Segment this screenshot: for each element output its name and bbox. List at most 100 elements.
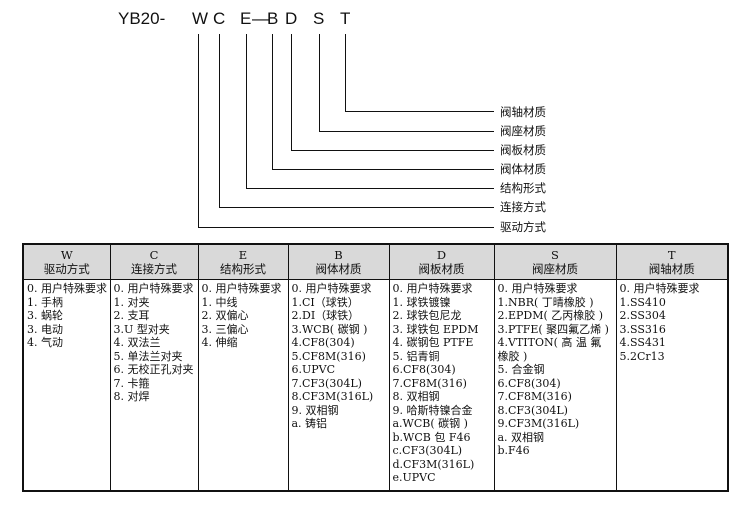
header-name: 驱动方式 <box>43 262 90 276</box>
option-item: 3.PTFE( 聚四氟乙烯 ) <box>497 322 609 336</box>
label-drive-type: 驱动方式 <box>500 220 546 234</box>
header-name: 阀座材质 <box>532 262 578 276</box>
option-item: 1.NBR( 丁晴橡胶 ) <box>497 295 594 309</box>
code-letter-b: B <box>267 9 279 28</box>
option-item: 6. 无校正孔对夹 <box>113 363 194 376</box>
label-seat-material: 阀座材质 <box>500 124 546 138</box>
option-item: 2.EPDM( 乙丙橡胶 ) <box>497 309 604 322</box>
leader-vertical-b <box>272 34 273 170</box>
option-item: 6.CF8(304) <box>392 363 456 376</box>
leader-horizontal-w <box>198 227 494 228</box>
option-item: 7.CF8M(316) <box>392 376 467 390</box>
label-connection-type: 连接方式 <box>500 200 546 214</box>
table-body-row: 0. 用户特殊要求 1. 手柄 3. 蜗轮 3. 电动 4. 气动 0. 用户特… <box>22 279 729 492</box>
option-item: 0. 用户特殊要求 <box>392 282 473 295</box>
leader-horizontal-d <box>291 150 494 151</box>
leader-vertical-s <box>319 34 320 132</box>
option-item: 3.SS316 <box>619 322 666 336</box>
option-item: 4. 双法兰 <box>113 336 161 349</box>
option-item: 5. 铝青铜 <box>392 349 440 363</box>
option-item: 9. 哈斯特镍合金 <box>392 403 473 417</box>
leader-vertical-d <box>291 34 292 151</box>
model-code-diagram: YB20- W C E — B D S T 阀轴材质 阀座材质 阀板材质 阀体材… <box>0 0 750 240</box>
column-drive-options: 0. 用户特殊要求 1. 手柄 3. 蜗轮 3. 电动 4. 气动 <box>22 279 111 492</box>
option-item: 5. 单法兰对夹 <box>113 349 183 363</box>
option-item: a. 铸铝 <box>291 417 328 430</box>
code-letter-w: W <box>192 9 209 28</box>
option-item: 2.SS304 <box>619 309 666 322</box>
option-item: 2. 球铁包尼龙 <box>392 309 462 322</box>
option-item: 3.WCB( 碳钢 ) <box>291 322 368 336</box>
code-letter-s: S <box>313 9 325 28</box>
header-code: T <box>667 248 676 262</box>
option-item: 8. 双相钢 <box>392 390 440 403</box>
label-body-material: 阀体材质 <box>500 162 546 176</box>
header-code: S <box>551 248 559 262</box>
option-item: 7.CF3(304L) <box>291 376 362 390</box>
code-letter-t: T <box>340 9 351 28</box>
option-item: 1. 手柄 <box>27 295 63 309</box>
option-item: 0. 用户特殊要求 <box>27 282 107 295</box>
option-item: b.WCB 包 F46 <box>392 430 471 444</box>
option-item: 2. 双偏心 <box>201 309 249 322</box>
option-item: 1.SS410 <box>619 295 666 309</box>
leader-horizontal-b <box>272 169 494 170</box>
option-item: 0. 用户特殊要求 <box>291 282 372 295</box>
option-item: e.UPVC <box>392 471 436 484</box>
label-structure-type: 结构形式 <box>500 181 546 195</box>
option-item: 9. 双相钢 <box>291 403 339 417</box>
leader-horizontal-s <box>319 131 494 132</box>
header-name: 阀轴材质 <box>648 262 695 276</box>
label-shaft-material: 阀轴材质 <box>500 105 546 119</box>
label-disc-material: 阀板材质 <box>500 143 546 157</box>
option-item: 0. 用户特殊要求 <box>113 282 194 295</box>
option-item: 4. 伸缩 <box>201 336 238 349</box>
option-item: 1.CI（球铁） <box>291 295 359 309</box>
column-body-options: 0. 用户特殊要求 1.CI（球铁） 2.DI（球铁） 3.WCB( 碳钢 ) … <box>287 279 390 492</box>
code-letter-e: E <box>240 9 252 28</box>
option-item: 7.CF8M(316) <box>497 390 572 403</box>
column-structure-options: 0. 用户特殊要求 1. 中线 2. 双偏心 3. 三偏心 4. 伸缩 <box>197 279 289 492</box>
leader-vertical-c <box>219 34 220 208</box>
code-dash: — <box>252 9 269 28</box>
option-item: 5.CF8M(316) <box>291 349 366 363</box>
code-letter-d: D <box>285 9 298 28</box>
option-item: a. 双相钢 <box>497 430 545 444</box>
header-name: 结构形式 <box>220 262 266 276</box>
option-item: 2. 支耳 <box>113 309 150 322</box>
header-name: 阀体材质 <box>315 262 362 276</box>
option-item: 5.2Cr13 <box>619 349 665 363</box>
header-name: 连接方式 <box>131 262 177 276</box>
header-name: 阀板材质 <box>418 262 465 276</box>
option-item: 4. 气动 <box>27 336 63 349</box>
option-item: 0. 用户特殊要求 <box>619 282 700 295</box>
option-item: 8.CF3(304L) <box>497 403 568 417</box>
header-code: C <box>149 248 159 262</box>
model-prefix: YB20- <box>118 9 166 28</box>
option-item: 8.CF3M(316L) <box>291 390 374 403</box>
code-letter-c: C <box>213 9 226 28</box>
option-item: 4.SS431 <box>619 336 666 349</box>
option-item: 3. 电动 <box>27 322 63 336</box>
leader-horizontal-c <box>219 207 494 208</box>
header-code: B <box>334 248 343 262</box>
option-item: c.CF3(304L) <box>392 444 463 457</box>
option-item: 6.UPVC <box>291 363 336 376</box>
header-code: D <box>436 248 447 262</box>
option-item: 1. 对夹 <box>113 295 150 309</box>
leader-vertical-t <box>345 34 346 112</box>
option-item: 2.DI（球铁） <box>291 309 360 322</box>
option-item: 1. 球铁镀镍 <box>392 295 451 309</box>
option-item: 3.U 型对夹 <box>113 322 170 336</box>
option-item: 6.CF8(304) <box>497 376 561 390</box>
option-item: b.F46 <box>497 444 530 457</box>
leader-horizontal-e <box>246 188 494 189</box>
option-item: 5. 合金钢 <box>497 363 545 376</box>
option-item: 3. 球铁包 EPDM <box>392 322 479 336</box>
